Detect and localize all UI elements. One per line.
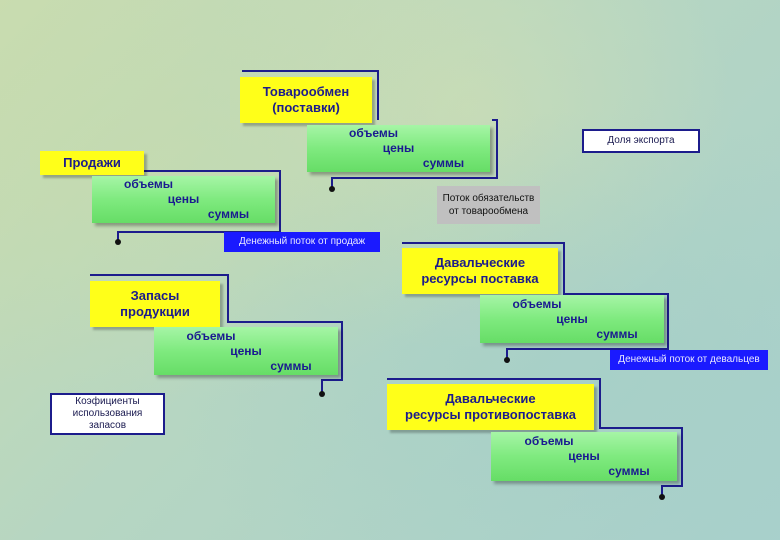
metric-volumes: объемы bbox=[524, 434, 574, 448]
connector-dot bbox=[115, 239, 121, 245]
node-potok-line1: Поток обязательств bbox=[442, 193, 535, 204]
node-denezhny-potok-davaltsev[interactable]: Денежный поток от девальцев bbox=[610, 350, 768, 370]
node-tovaroobmen[interactable]: Товарообмен (поставки) bbox=[240, 77, 372, 123]
metric-prices: цены bbox=[556, 311, 588, 326]
node-davalcheskie-postavka-line2: ресурсы поставка bbox=[421, 271, 539, 286]
metric-sums: суммы bbox=[207, 207, 250, 221]
node-zapasy[interactable]: Запасы продукции bbox=[90, 281, 220, 327]
node-davalcheskie-protivopostavka[interactable]: Давальческие ресурсы противопоставка bbox=[387, 384, 594, 430]
node-davalcheskie-postavka[interactable]: Давальческие ресурсы поставка bbox=[402, 248, 558, 294]
node-denezhny-potok-davaltsev-label: Денежный поток от девальцев bbox=[618, 354, 760, 365]
node-tovaroobmen-line2: (поставки) bbox=[272, 100, 340, 115]
metric-sums: суммы bbox=[608, 464, 650, 478]
connector-dot bbox=[319, 391, 325, 397]
node-koefficienty-line2: использования bbox=[72, 408, 143, 419]
metric-sums: суммы bbox=[270, 358, 312, 373]
connector-davalcheskie-postavka bbox=[402, 242, 669, 359]
connector-dot bbox=[329, 186, 335, 192]
node-prodazhi[interactable]: Продажи bbox=[40, 151, 144, 175]
metric-volumes: объемы bbox=[186, 328, 236, 343]
metric-sums: суммы bbox=[422, 156, 465, 170]
metric-volumes: объемы bbox=[349, 126, 398, 140]
node-tovaroobmen-metrics[interactable]: объемы цены суммы bbox=[307, 125, 490, 172]
node-zapasy-metrics[interactable]: объемы цены суммы bbox=[154, 327, 338, 375]
node-koefficienty[interactable]: Коэфициенты использования запасов bbox=[50, 393, 165, 435]
node-zapasy-line1: Запасы bbox=[130, 288, 180, 303]
node-denezhny-potok-prodazh-label: Денежный поток от продаж bbox=[238, 236, 366, 247]
node-davalcheskie-postavka-line1: Давальческие bbox=[434, 255, 526, 270]
node-dolya-eksporta[interactable]: Доля экспорта bbox=[582, 129, 700, 153]
node-tovaroobmen-line1: Товарообмен bbox=[262, 84, 350, 99]
node-prodazhi-label: Продажи bbox=[63, 155, 121, 170]
node-davalcheskie-postavka-metrics[interactable]: объемы цены суммы bbox=[480, 295, 664, 343]
metric-prices: цены bbox=[167, 192, 200, 206]
node-denezhny-potok-prodazh[interactable]: Денежный поток от продаж bbox=[224, 232, 380, 252]
node-potok-line2: от товарообмена bbox=[448, 206, 529, 217]
node-davalcheskie-protivo-line1: Давальческие bbox=[445, 391, 536, 406]
metric-prices: цены bbox=[568, 449, 600, 463]
metric-volumes: объемы bbox=[512, 296, 562, 311]
node-davalcheskie-protivo-line2: ресурсы противопоставка bbox=[405, 407, 576, 422]
connector-dot bbox=[659, 494, 665, 500]
connector-zapasy bbox=[90, 274, 343, 394]
metric-sums: суммы bbox=[596, 326, 638, 341]
node-potok-obyazatelstv[interactable]: Поток обязательств от товарообмена bbox=[437, 186, 540, 224]
metric-prices: цены bbox=[230, 343, 262, 358]
connector-davalcheskie-protivo bbox=[387, 378, 683, 497]
node-davalcheskie-protivopostavka-metrics[interactable]: объемы цены суммы bbox=[491, 432, 677, 481]
metric-volumes: объемы bbox=[124, 177, 173, 191]
connector-tovaroobmen-metrics bbox=[331, 119, 498, 188]
node-dolya-eksporta-label: Доля экспорта bbox=[607, 135, 675, 146]
metric-prices: цены bbox=[382, 141, 415, 155]
node-zapasy-line2: продукции bbox=[120, 304, 190, 319]
node-prodazhi-metrics[interactable]: объемы цены суммы bbox=[92, 176, 275, 223]
connector-tovaroobmen bbox=[242, 70, 379, 120]
node-koefficienty-line1: Коэфициенты bbox=[75, 396, 140, 407]
node-koefficienty-line3: запасов bbox=[88, 420, 127, 431]
connector-dot bbox=[504, 357, 510, 363]
